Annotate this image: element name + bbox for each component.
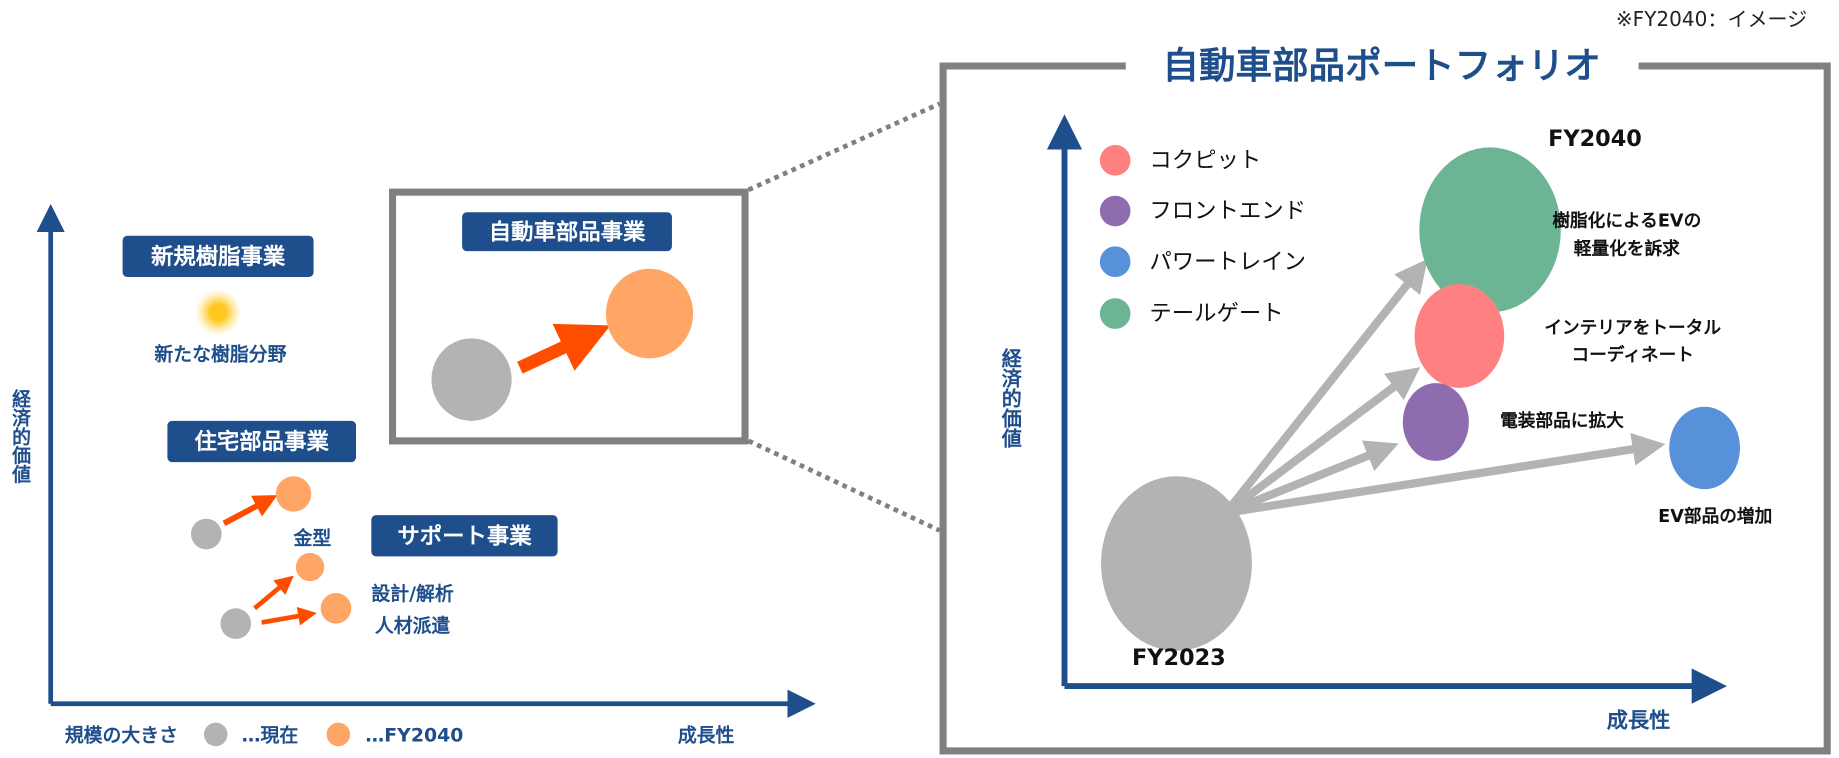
legend-current-dot xyxy=(203,722,228,747)
cockpit-note-1: インテリアをトータル xyxy=(1544,318,1721,339)
new-resin-badge xyxy=(122,235,314,278)
auto-future-dot xyxy=(605,268,694,359)
arrow-to-cockpit xyxy=(1223,367,1421,517)
tailgate-note-1: 樹脂化によるEVの xyxy=(1552,209,1701,231)
legend-cockpit-label: コクピット xyxy=(1149,147,1261,173)
support-arrow-1 xyxy=(253,575,294,611)
auto-badge xyxy=(462,212,672,252)
zoom-connector-bottom xyxy=(747,438,941,533)
legend-powertrain-label: パワートレイン xyxy=(1149,249,1306,275)
arrow-to-powertrain xyxy=(1225,432,1666,517)
portfolio-legend: コクピット フロントエンド パワートレイン テールゲート xyxy=(1099,144,1306,329)
auto-arrow xyxy=(517,323,611,374)
portfolio-panel: 自動車部品ポートフォリオ 経済的価値 成長性 コクピット フロントエンド パワー… xyxy=(939,44,1831,755)
housing-arrow xyxy=(222,495,278,527)
portfolio-title: 自動車部品ポートフォリオ xyxy=(1162,44,1600,87)
new-resin-title: 新規樹脂事業 xyxy=(151,243,286,270)
support-future-dot-2 xyxy=(320,592,352,624)
legend-current-label: …現在 xyxy=(242,723,299,746)
housing-current-dot xyxy=(190,518,222,550)
support-title: サポート事業 xyxy=(397,522,532,549)
legend-cockpit-dot xyxy=(1099,144,1131,176)
housing-caption: 金型 xyxy=(293,527,332,550)
support-caption-1: 設計/解析 xyxy=(371,582,453,605)
auto-focus-frame xyxy=(389,188,749,445)
tailgate-note-2: 軽量化を訴求 xyxy=(1574,238,1680,260)
legend-future-dot xyxy=(326,722,351,747)
overview-x-axis-label: 成長性 xyxy=(678,723,735,746)
housing-future-dot xyxy=(275,476,312,512)
support-current-dot xyxy=(220,608,252,639)
legend-size-label: 規模の大きさ xyxy=(65,723,178,746)
cockpit-note-2: コーディネート xyxy=(1571,344,1693,366)
housing-title: 住宅部品事業 xyxy=(195,428,330,455)
arrow-to-frontend xyxy=(1224,440,1399,517)
overview-y-axis-label: 経済的価値 xyxy=(9,388,31,484)
portfolio-y-axis-label: 経済的価値 xyxy=(998,346,1022,448)
start-year-label: FY2023 xyxy=(1132,645,1226,671)
image-note: ※FY2040：イメージ xyxy=(1616,7,1807,31)
portfolio-frame xyxy=(939,62,1831,755)
legend-future-label: …FY2040 xyxy=(365,724,463,746)
legend-frontend-dot xyxy=(1099,195,1131,227)
overview-chart: 経済的価値 成長性 規模の大きさ …現在 …FY2040 新規樹脂事業 新たな樹… xyxy=(9,101,941,747)
auto-title: 自動車部品事業 xyxy=(489,218,646,245)
new-resin-caption: 新たな樹脂分野 xyxy=(154,343,286,366)
fy2023-bubble xyxy=(1101,476,1252,651)
legend-powertrain-dot xyxy=(1099,246,1131,278)
powertrain-bubble xyxy=(1669,406,1740,490)
end-year-label: FY2040 xyxy=(1548,126,1642,152)
frontend-note: 電装部品に拡大 xyxy=(1500,410,1624,432)
legend-tailgate-dot xyxy=(1099,298,1131,329)
support-badge xyxy=(371,515,558,557)
frontend-bubble xyxy=(1402,383,1469,461)
cockpit-bubble xyxy=(1414,284,1505,388)
powertrain-note: EV部品の増加 xyxy=(1658,505,1772,527)
new-resin-glow xyxy=(194,288,242,336)
tailgate-bubble xyxy=(1419,147,1561,313)
auto-current-dot xyxy=(431,338,512,421)
support-future-dot-1 xyxy=(295,552,325,582)
portfolio-x-axis-label: 成長性 xyxy=(1607,708,1671,733)
zoom-connector-top xyxy=(747,101,941,192)
housing-badge xyxy=(167,420,357,463)
arrow-to-tailgate xyxy=(1222,258,1428,516)
support-arrow-2 xyxy=(261,606,317,626)
support-caption-2: 人材派遣 xyxy=(375,614,451,637)
legend-tailgate-label: テールゲート xyxy=(1149,301,1283,327)
legend-frontend-label: フロントエンド xyxy=(1149,198,1306,224)
